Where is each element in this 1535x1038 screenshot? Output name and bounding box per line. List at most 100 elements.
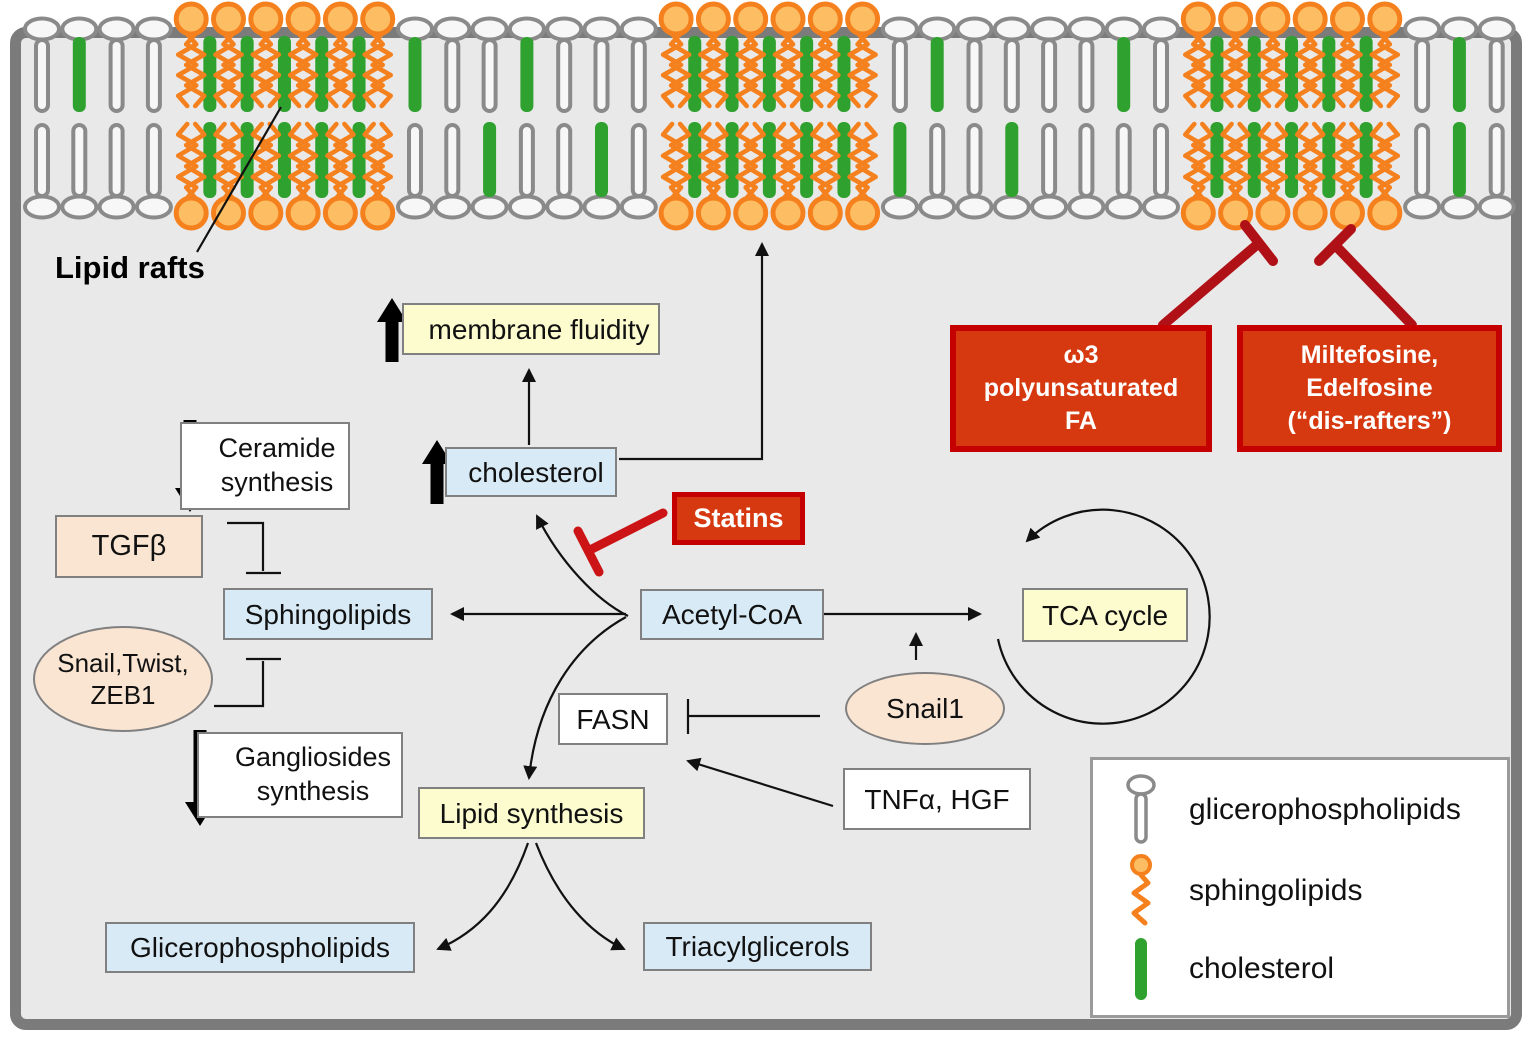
glicerophospholipid-icon (134, 16, 173, 42)
sphingolipid-icon (370, 121, 393, 201)
cholesterol-icon (520, 37, 534, 112)
glicerophospholipid-icon (955, 194, 994, 220)
node-tca-cycle: TCA cycle (1022, 588, 1188, 642)
glicerophospholipid-icon (593, 38, 610, 113)
inhibit-miltefosine-to-raft (1314, 224, 1417, 330)
glicerophospholipid-icon (34, 123, 50, 198)
glicerophospholipid-icon (630, 38, 647, 113)
sphingolipid-icon (733, 1, 769, 37)
node-fasn: FASN (558, 693, 668, 745)
node-snail-twist-zeb1: Snail,Twist, ZEB1 (33, 626, 213, 732)
cholesterol-icon (483, 122, 497, 197)
cholesterol-icon (1452, 37, 1466, 112)
node-gangliosides-synthesis: Gangliosides synthesis (197, 732, 403, 818)
glicerophospholipid-icon (1403, 194, 1442, 220)
sphingolipid-icon (1377, 121, 1401, 201)
sphingolipid-icon (1302, 31, 1326, 109)
glicerophospholipid-icon (97, 194, 136, 220)
glicerophospholipid-icon (1041, 123, 1058, 198)
sphingolipid-icon (658, 1, 694, 37)
cholesterol-icon (800, 36, 814, 112)
glicerophospholipid-icon (1153, 38, 1169, 113)
sphingolipid-icon (706, 31, 729, 109)
legend: glicerophospholipids sphingolipids chole… (1090, 757, 1510, 1018)
glicerophospholipid-icon (1104, 16, 1143, 42)
glicerophospholipid-icon (1067, 16, 1106, 42)
glicerophospholipid-icon (444, 123, 461, 198)
node-acetyl-coa: Acetyl-CoA (640, 589, 824, 640)
glicerophospholipid-icon (108, 38, 125, 113)
glicerophospholipid-icon (582, 16, 621, 42)
tca-cycle-circular-arrow (996, 508, 1211, 725)
sphingolipid-icon (1191, 31, 1214, 109)
sphingolipid-icon (770, 195, 806, 231)
cholesterol-icon (688, 36, 702, 112)
sphingolipid-icon (733, 195, 769, 231)
arrow-cholesterol-to-membrane (619, 242, 769, 461)
sphingolipid-icon (211, 195, 246, 231)
increase-arrow-icon (422, 440, 452, 504)
sphingolipid-icon (322, 195, 358, 231)
sphingolipid-icon (695, 195, 731, 231)
glicerophospholipid-icon (1067, 194, 1106, 220)
sphingolipid-icon (668, 31, 692, 109)
cholesterol-icon (1210, 36, 1224, 112)
inhibit-statins-to-cholesterol-path (573, 508, 668, 577)
arrow-acetylcoa-to-cholesterol (536, 514, 629, 617)
node-snail1: Snail1 (845, 672, 1005, 745)
arrow-lipid-synthesis-to-glicerophospholipids (436, 842, 530, 951)
sphingolipid-icon (1330, 1, 1365, 37)
glicerophospholipid-icon (481, 38, 498, 113)
glicerophospholipid-icon (880, 194, 919, 220)
sphingolipid-icon (183, 121, 207, 201)
sphingolipid-icon (780, 121, 804, 201)
sphingolipid-icon (1218, 1, 1254, 37)
glicerophospholipid-icon (71, 123, 88, 198)
increase-arrow-icon (377, 298, 407, 362)
glicerophospholipid-icon (918, 16, 957, 42)
cholesterol-icon (930, 37, 944, 112)
glicerophospholipid-icon (992, 194, 1031, 220)
cholesterol-icon (837, 36, 851, 112)
sphingolipid-icon (706, 121, 729, 201)
legend-item: sphingolipids (1093, 853, 1507, 929)
sphingolipid-icon (770, 1, 806, 37)
cholesterol-icon (1117, 37, 1131, 112)
node-membrane-fluidity: membrane fluidity (402, 303, 660, 355)
lipid-rafts-pointer-line (196, 106, 282, 253)
sphingolipid-icon (183, 31, 207, 109)
inhibit-tgfb-to-sphingolipids (227, 521, 281, 575)
sphingolipid-icon (668, 121, 692, 201)
sphingolipid-icon (1228, 121, 1251, 201)
cholesterol-icon (1285, 122, 1299, 198)
sphingolipid-icon (1302, 121, 1326, 201)
membrane (23, 1, 1516, 231)
cholesterol-icon (762, 122, 776, 198)
glicerophospholipid-icon (518, 123, 535, 198)
glicerophospholipid-icon (582, 194, 621, 220)
sphingolipid-icon (1340, 31, 1363, 109)
cholesterol-icon (893, 122, 907, 197)
arrow-lipid-synthesis-to-triacylglicerols (534, 842, 626, 951)
cholesterol-icon (72, 37, 86, 112)
sphingolipid-icon (173, 195, 209, 231)
glicerophospholipid-icon (1030, 16, 1069, 42)
glicerophospholipid-icon (1440, 16, 1479, 42)
glicerophospholipid-icon (433, 16, 472, 42)
glicerophospholipid-icon (1488, 38, 1505, 113)
node-tnfa-hgf: TNFα, HGF (843, 768, 1031, 830)
glicerophospholipid-icon (1414, 123, 1431, 198)
glicerophospholipid-icon (1477, 16, 1516, 42)
cholesterol-icon (277, 122, 291, 198)
node-sphingolipids: Sphingolipids (223, 588, 433, 640)
glicerophospholipid-icon (507, 16, 546, 42)
glicerophospholipid-icon (1477, 194, 1516, 220)
arrow-tnfa-hgf-to-fasn (686, 757, 834, 808)
glicerophospholipid-icon (396, 194, 434, 220)
cholesterol-icon (1093, 936, 1189, 1002)
glicerophospholipid-icon (992, 16, 1031, 42)
glicerophospholipid-icon (60, 16, 99, 42)
node-ceramide-synthesis: Ceramide synthesis (180, 422, 350, 510)
lipid-rafts-label: Lipid rafts (55, 250, 205, 285)
